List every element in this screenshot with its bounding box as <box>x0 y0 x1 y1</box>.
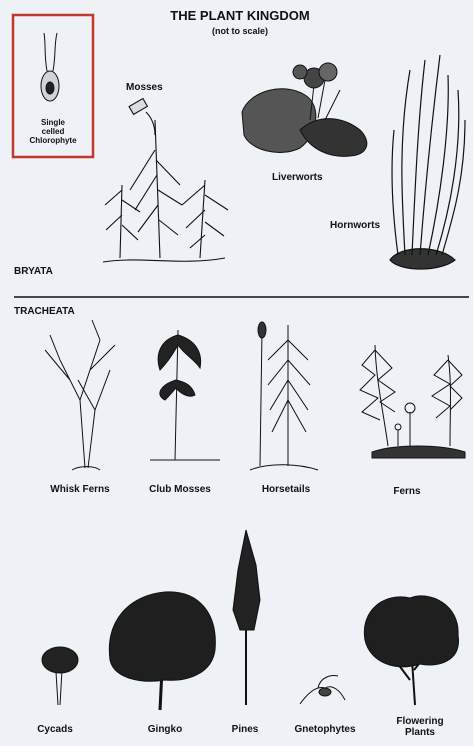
label-flowering-line2: Plants <box>380 727 460 738</box>
label-hornworts: Hornworts <box>330 220 380 231</box>
gnetophytes-illustration <box>300 676 345 705</box>
label-club-mosses: Club Mosses <box>130 484 230 495</box>
label-horsetails: Horsetails <box>236 484 336 495</box>
label-flowering-plants: Flowering Plants <box>380 716 460 738</box>
flowering-plants-illustration <box>364 596 458 705</box>
label-gingko: Gingko <box>130 724 200 735</box>
label-cycads: Cycads <box>20 724 90 735</box>
chlorophyte-illustration <box>41 33 59 101</box>
group-label-tracheata: TRACHEATA <box>14 306 75 317</box>
group-label-bryata: BRYATA <box>14 266 53 277</box>
pines-illustration <box>233 530 260 705</box>
liverworts-illustration <box>242 63 367 156</box>
hornworts-illustration <box>390 55 465 269</box>
whisk-ferns-illustration <box>45 320 115 470</box>
label-mosses: Mosses <box>126 82 163 93</box>
mosses-illustration <box>103 99 228 262</box>
cycads-illustration <box>42 647 78 705</box>
ferns-illustration <box>360 345 465 458</box>
chlorophyte-label-line2: celled <box>13 127 93 136</box>
label-liverworts: Liverworts <box>272 172 323 183</box>
chlorophyte-label: Single celled Chlorophyte <box>13 118 93 145</box>
page-subtitle: (not to scale) <box>160 26 320 36</box>
label-ferns: Ferns <box>362 486 452 497</box>
horsetails-illustration <box>250 322 318 470</box>
label-whisk-ferns: Whisk Ferns <box>30 484 130 495</box>
page-title: THE PLANT KINGDOM <box>140 8 340 23</box>
label-flowering-line1: Flowering <box>380 716 460 727</box>
gingko-illustration <box>109 592 215 710</box>
chlorophyte-label-line3: Chlorophyte <box>13 136 93 145</box>
chlorophyte-label-line1: Single <box>13 118 93 127</box>
label-pines: Pines <box>215 724 275 735</box>
club-mosses-illustration <box>150 330 220 460</box>
label-gnetophytes: Gnetophytes <box>280 724 370 735</box>
